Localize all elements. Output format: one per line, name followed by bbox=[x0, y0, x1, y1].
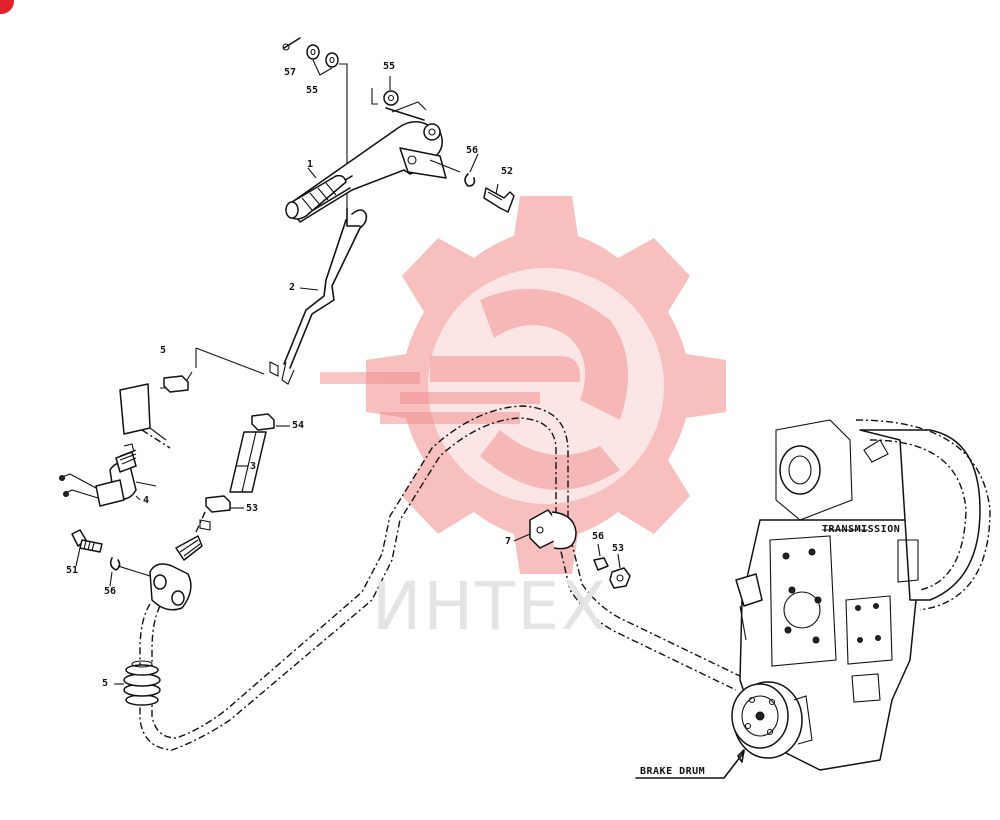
bolt-52 bbox=[483, 187, 515, 213]
callout-3: 3 bbox=[250, 461, 257, 472]
washer-55-left bbox=[306, 44, 320, 60]
callout-2: 2 bbox=[289, 282, 296, 293]
brake-rod bbox=[160, 209, 368, 389]
callout-53-left: 53 bbox=[246, 503, 259, 514]
callout-53-right: 53 bbox=[612, 543, 625, 554]
nut-53-right bbox=[609, 567, 631, 589]
pin-56-left bbox=[109, 557, 151, 577]
nut-53-left bbox=[205, 495, 231, 513]
callout-7: 7 bbox=[505, 536, 512, 547]
nut-5-top bbox=[163, 375, 189, 393]
callout-56-left: 56 bbox=[104, 586, 117, 597]
bolt-51 bbox=[71, 529, 103, 553]
turnbuckle-3 bbox=[229, 431, 267, 493]
callout-54: 54 bbox=[292, 420, 305, 431]
callout-4: 4 bbox=[143, 495, 150, 506]
callout-51: 51 bbox=[66, 565, 79, 576]
pin-56-top bbox=[464, 173, 476, 187]
callout-56-right: 56 bbox=[592, 531, 605, 542]
boot-5-lower bbox=[123, 660, 161, 706]
watermark-text: ИНТЕХ bbox=[372, 568, 609, 645]
switch-4 bbox=[59, 443, 157, 507]
brake-drum bbox=[731, 681, 813, 759]
brake-drum-label: BRAKE DRUM bbox=[640, 766, 706, 777]
clevis-yoke bbox=[149, 509, 211, 611]
nut-56-clamp bbox=[593, 557, 609, 571]
washer-55-right bbox=[325, 52, 339, 68]
callout-55-left: 55 bbox=[306, 85, 319, 96]
transmission-label: TRANSMISSION bbox=[822, 524, 901, 535]
brake-cable bbox=[139, 405, 745, 751]
callout-5-lower: 5 bbox=[102, 678, 109, 689]
callout-55-top: 55 bbox=[383, 61, 396, 72]
callout-5-top: 5 bbox=[160, 345, 167, 356]
bracket bbox=[119, 383, 171, 449]
brake-lever bbox=[285, 101, 461, 227]
pin-57 bbox=[282, 37, 301, 51]
washer-55-top bbox=[383, 90, 399, 106]
nut-54 bbox=[251, 413, 275, 431]
callout-52: 52 bbox=[501, 166, 514, 177]
callout-57: 57 bbox=[284, 67, 297, 78]
callout-1: 1 bbox=[307, 159, 314, 170]
callout-56-top: 56 bbox=[466, 145, 479, 156]
clamp-7 bbox=[529, 509, 577, 550]
